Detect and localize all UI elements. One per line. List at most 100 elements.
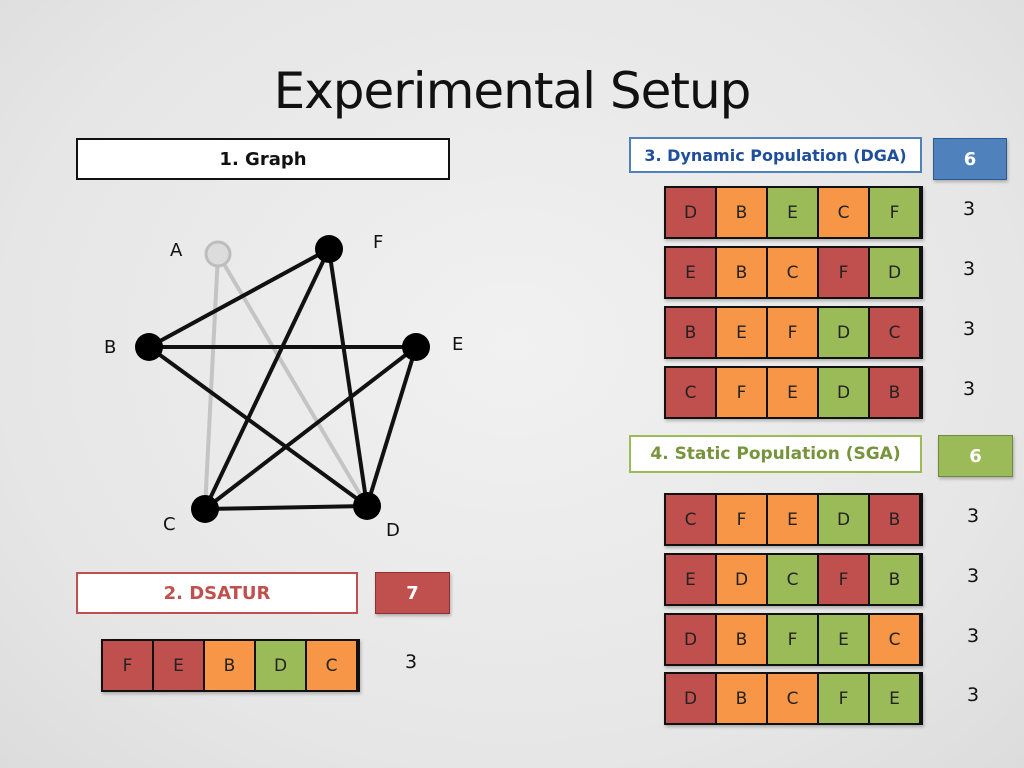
sequence-cell: C bbox=[870, 615, 919, 664]
sequence-cell: C bbox=[870, 308, 919, 357]
node-c bbox=[191, 495, 219, 523]
sequence-cell: B bbox=[666, 308, 715, 357]
sequence-cell: B bbox=[870, 368, 919, 417]
dga-label: 3. Dynamic Population (DGA) bbox=[644, 145, 907, 165]
sga-value: 6 bbox=[969, 445, 982, 467]
sequence-cell: E bbox=[154, 641, 203, 690]
node-b bbox=[135, 333, 163, 361]
color-count: 3 bbox=[963, 318, 976, 340]
sequence-cell: F bbox=[819, 555, 868, 604]
dga-label-box: 3. Dynamic Population (DGA) bbox=[629, 137, 922, 173]
sga-label: 4. Static Population (SGA) bbox=[650, 444, 901, 464]
edge-c-e bbox=[203, 345, 418, 511]
sequence-cell: E bbox=[768, 188, 817, 237]
sequence-cell: F bbox=[717, 495, 766, 544]
node-f bbox=[315, 235, 343, 263]
color-count: 3 bbox=[963, 258, 976, 280]
edge-c-f bbox=[203, 248, 331, 510]
sequence-cell: E bbox=[768, 368, 817, 417]
color-count: 3 bbox=[967, 684, 980, 706]
sequence-cell: B bbox=[717, 615, 766, 664]
sequence-cell: F bbox=[819, 248, 868, 297]
dsatur-label: 2. DSATUR bbox=[163, 582, 271, 604]
edge-d-f bbox=[327, 248, 369, 507]
sequence-cell: F bbox=[768, 308, 817, 357]
edge-b-d bbox=[147, 345, 369, 508]
sequence-cell: E bbox=[819, 615, 868, 664]
sequence-cell: E bbox=[717, 308, 766, 357]
sequence-cell: E bbox=[870, 674, 919, 723]
dga-value: 6 bbox=[963, 148, 977, 170]
sequence-cell: D bbox=[819, 308, 868, 357]
sequence-cell: D bbox=[870, 248, 919, 297]
sequence-cell: D bbox=[666, 615, 715, 664]
graph-label-box: 1. Graph bbox=[76, 138, 450, 180]
sequence-cell: D bbox=[819, 495, 868, 544]
node-label-d: D bbox=[386, 520, 400, 541]
sequence-cell: C bbox=[666, 368, 715, 417]
sequence-cell: E bbox=[768, 495, 817, 544]
sequence-cell: F bbox=[870, 188, 919, 237]
color-count: 3 bbox=[967, 625, 980, 647]
sequence-cell: C bbox=[768, 674, 817, 723]
slide-title: Experimental Setup bbox=[273, 62, 752, 120]
edge-c-d bbox=[204, 504, 368, 511]
color-count: 3 bbox=[963, 378, 976, 400]
color-count: 3 bbox=[967, 505, 980, 527]
sequence-cell: D bbox=[717, 555, 766, 604]
node-label-f: F bbox=[373, 232, 384, 253]
node-label-a: A bbox=[170, 240, 183, 261]
node-label-c: C bbox=[163, 514, 176, 535]
node-e bbox=[402, 333, 430, 361]
edge-a-d bbox=[216, 252, 369, 508]
dsatur-value: 7 bbox=[406, 582, 419, 604]
graph-label: 1. Graph bbox=[219, 148, 307, 170]
sequence-cell: B bbox=[717, 188, 766, 237]
edge-b-f bbox=[148, 247, 330, 349]
sequence-cell: B bbox=[205, 641, 254, 690]
sequence-cell: F bbox=[768, 615, 817, 664]
sequence-cell: C bbox=[819, 188, 868, 237]
sequence-cell: C bbox=[666, 495, 715, 544]
sequence-cell: D bbox=[666, 188, 715, 237]
node-label-e: E bbox=[452, 334, 464, 355]
color-count: 3 bbox=[967, 565, 980, 587]
dsatur-value-badge: 7 bbox=[375, 572, 450, 614]
sequence-cell: C bbox=[768, 555, 817, 604]
sequence-cell: F bbox=[103, 641, 152, 690]
sequence-cell: B bbox=[870, 555, 919, 604]
sga-label-box: 4. Static Population (SGA) bbox=[629, 435, 922, 473]
sequence-cell: B bbox=[717, 248, 766, 297]
sequence-cell: E bbox=[666, 555, 715, 604]
sequence-cell: F bbox=[717, 368, 766, 417]
dga-value-badge: 6 bbox=[933, 138, 1007, 180]
sequence-cell: F bbox=[819, 674, 868, 723]
color-count: 3 bbox=[405, 651, 418, 673]
edge-d-e bbox=[365, 346, 418, 507]
sequence-cell: B bbox=[870, 495, 919, 544]
sequence-cell: E bbox=[666, 248, 715, 297]
sequence-cell: B bbox=[717, 674, 766, 723]
dsatur-label-box: 2. DSATUR bbox=[76, 572, 358, 614]
sequence-cell: C bbox=[768, 248, 817, 297]
node-label-b: B bbox=[104, 337, 117, 358]
sequence-cell: D bbox=[819, 368, 868, 417]
sequence-cell: D bbox=[256, 641, 305, 690]
sequence-cell: D bbox=[666, 674, 715, 723]
color-count: 3 bbox=[963, 198, 976, 220]
sga-value-badge: 6 bbox=[938, 435, 1013, 477]
node-a bbox=[204, 240, 232, 268]
node-d bbox=[353, 492, 381, 520]
edge-a-c bbox=[203, 253, 220, 510]
sequence-cell: C bbox=[307, 641, 356, 690]
